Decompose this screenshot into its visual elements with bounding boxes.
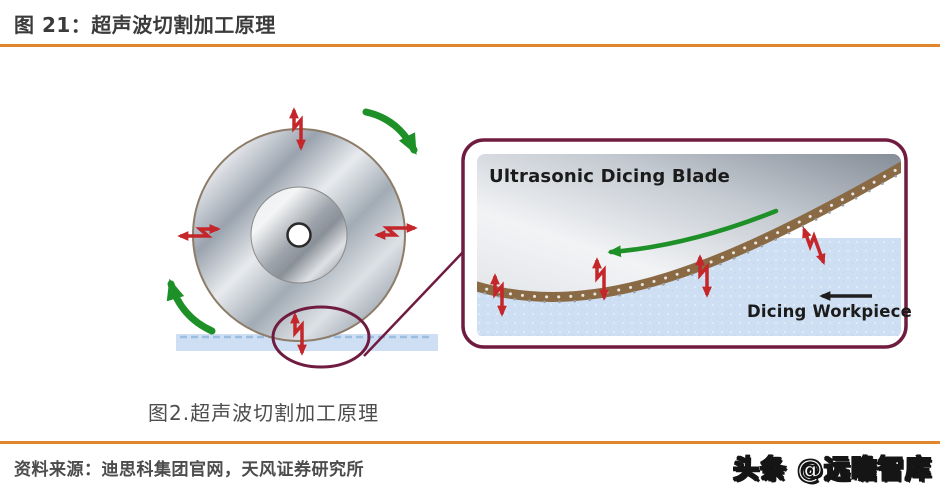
inset-blade-label: Ultrasonic Dicing Blade xyxy=(489,166,731,187)
inset-scene xyxy=(477,154,901,336)
inset-rotation-arrow xyxy=(607,208,779,258)
accent-rule-bottom xyxy=(0,441,940,444)
accent-rule-top xyxy=(0,44,940,47)
ultrasonic-dicing-diagram xyxy=(166,60,908,369)
source-note: 资料来源：迪思科集团官网，天风证券研究所 xyxy=(14,460,364,480)
figure-caption: 图2.超声波切割加工原理 xyxy=(148,401,380,425)
blade-disk xyxy=(192,128,406,342)
disk-bore xyxy=(286,222,312,248)
figure-title: 图 21：超声波切割加工原理 xyxy=(14,13,276,37)
inset-blade xyxy=(477,154,901,297)
rotation-arrow-top-right xyxy=(362,108,418,155)
contact-callout-ellipse xyxy=(271,305,371,369)
inset-diamond-rim xyxy=(477,161,901,302)
rotation-arrow-bottom-left xyxy=(166,278,216,335)
toutiao-watermark: 头条 @远瞻智库 xyxy=(732,454,932,485)
callout-connector-line xyxy=(363,251,464,357)
inset-workpiece-label: Dicing Workpiece xyxy=(747,302,912,321)
